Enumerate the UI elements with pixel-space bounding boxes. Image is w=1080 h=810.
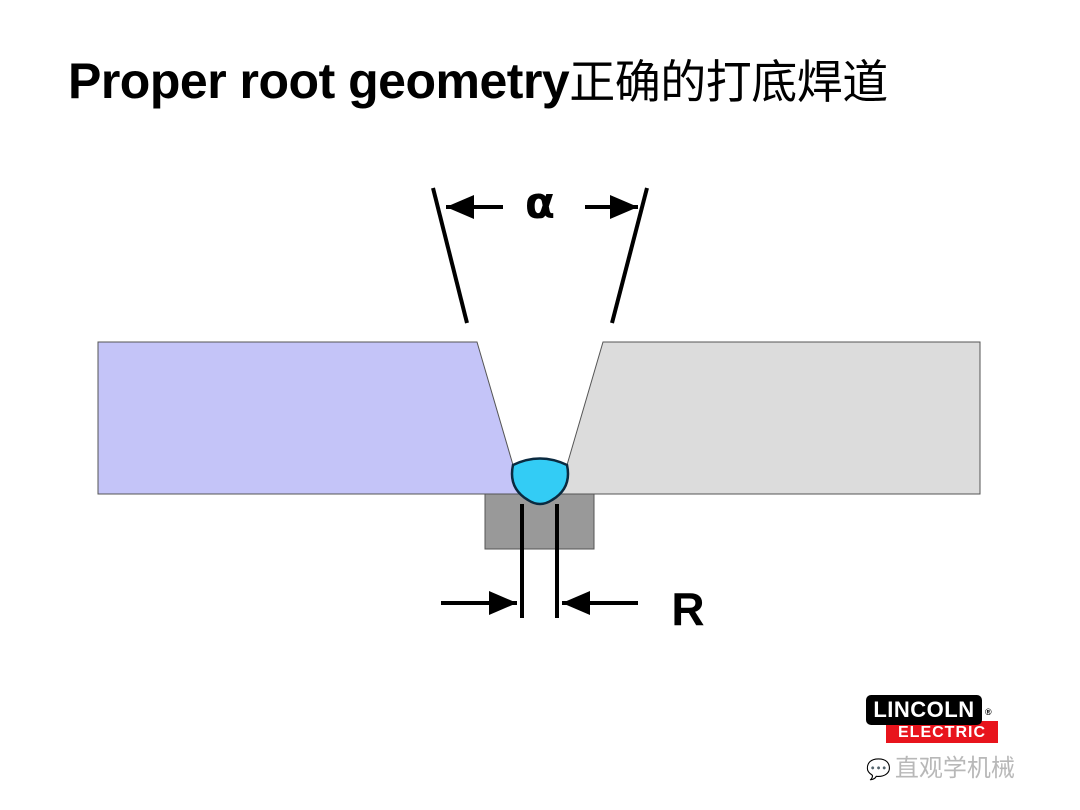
title-english: Proper root geometry [68,53,570,109]
left-plate [97,341,521,495]
angle-label: α [525,178,555,229]
right-plate [559,341,981,495]
gap-label: R [671,583,704,635]
lincoln-electric-logo: LINCOLN ELECTRIC ® [866,695,998,745]
title-chinese: 正确的打底焊道 [569,55,888,109]
watermark-text: 直观学机械 [894,754,1015,782]
registered-mark: ® [985,707,992,717]
watermark: 💬直观学机械 [866,748,1015,783]
wechat-icon: 💬 [866,757,891,781]
root-weld-bead [510,457,570,506]
logo-lincoln: LINCOLN [866,695,982,725]
slide-title: Proper root geometry正确的打底焊道 [68,46,888,112]
bevel-extension-right [610,187,649,324]
bevel-extension-left [431,187,469,324]
logo-electric: ELECTRIC [886,721,998,743]
